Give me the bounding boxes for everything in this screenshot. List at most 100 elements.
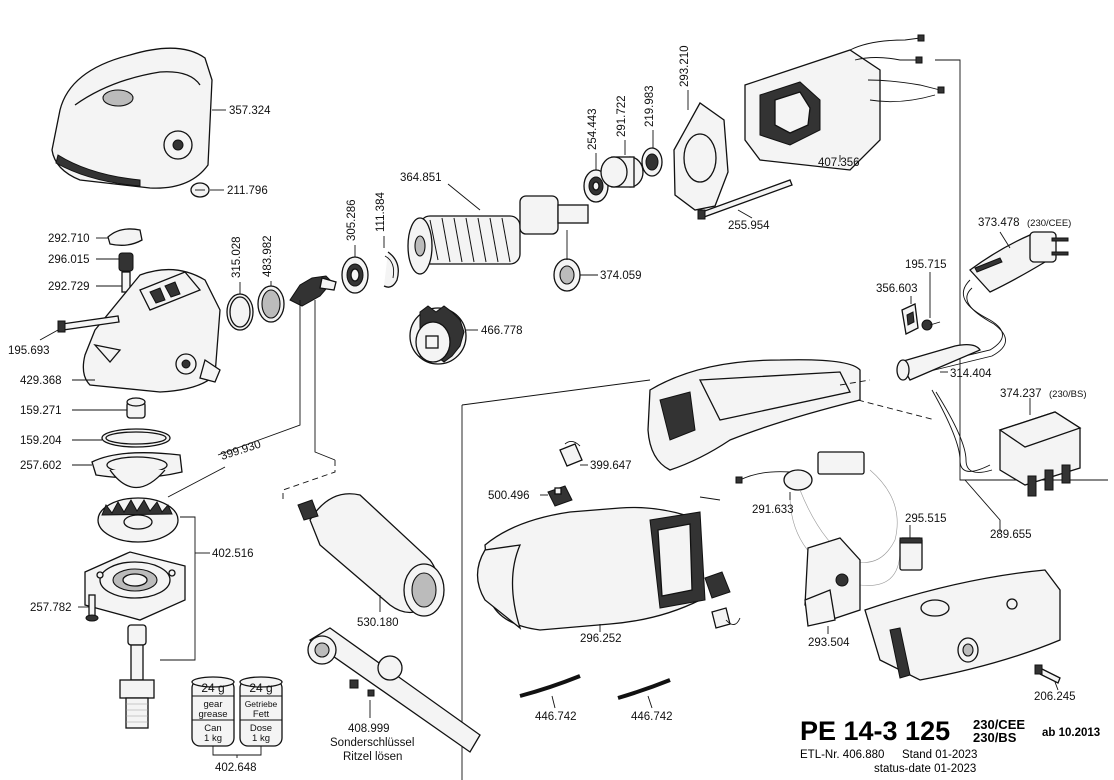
grease-left-line2: grease — [198, 709, 227, 720]
label-206245[interactable]: 206.245 — [1034, 691, 1076, 703]
grease-left-line1: gear — [203, 699, 222, 710]
label-291633[interactable]: 291.633 — [752, 504, 794, 516]
grease-right-can: Dose — [250, 723, 272, 734]
label-292710[interactable]: 292.710 — [48, 233, 90, 245]
sleeve-291722-part — [600, 156, 644, 188]
bearing-305286-part — [341, 256, 369, 294]
grease-right-line1: Getriebe — [245, 699, 278, 709]
switch-293504-part — [804, 537, 861, 627]
label-257782[interactable]: 257.782 — [30, 602, 72, 614]
spindle-part — [119, 624, 155, 729]
valid-from: ab 10.2013 — [1042, 727, 1100, 739]
label-289655[interactable]: 289.655 — [990, 529, 1032, 541]
label-408999[interactable]: 408.999 — [348, 723, 390, 735]
label-402648[interactable]: 402.648 — [215, 762, 257, 774]
label-255954[interactable]: 255.954 — [728, 220, 770, 232]
cable-314404-part — [896, 344, 981, 381]
label-315028[interactable]: 315.028 — [231, 236, 243, 278]
label-357324[interactable]: 357.324 — [229, 105, 271, 117]
bearing-219983-part — [641, 147, 663, 177]
label-195715[interactable]: 195.715 — [905, 259, 947, 271]
label-314404[interactable]: 314.404 — [950, 368, 992, 380]
label-291722[interactable]: 291.722 — [616, 95, 628, 137]
plug-bs-part — [998, 411, 1082, 497]
bushing-159271-part — [126, 397, 146, 419]
label-399930[interactable]: 399.930 — [219, 439, 262, 463]
plug-cee-part — [969, 231, 1069, 293]
label-296252[interactable]: 296.252 — [580, 633, 622, 645]
label-211796[interactable]: 211.796 — [227, 185, 268, 197]
screw-195715-part — [921, 319, 941, 331]
variant-bs: 230/BS — [973, 730, 1017, 745]
label-305286[interactable]: 305.286 — [346, 199, 358, 241]
label-374059[interactable]: 374.059 — [600, 270, 642, 282]
gear-housing-part — [82, 268, 221, 393]
label-257602[interactable]: 257.602 — [20, 460, 62, 472]
circlip-111384-part — [383, 251, 399, 288]
label-500496[interactable]: 500.496 — [488, 490, 530, 502]
brush-holder-399647-part — [559, 441, 583, 467]
label-446742-a[interactable]: 446.742 — [535, 711, 577, 723]
oring-315028-part — [226, 293, 254, 331]
ring-483982-part — [257, 285, 285, 323]
label-408999-line3: Ritzel lösen — [343, 751, 402, 763]
label-111384[interactable]: 111.384 — [375, 192, 387, 232]
label-293504[interactable]: 293.504 — [808, 637, 850, 649]
grease-can-right — [239, 676, 283, 747]
label-356603[interactable]: 356.603 — [876, 283, 918, 295]
grease-left-can: Can — [204, 723, 221, 734]
brush-500496-part — [547, 485, 573, 507]
label-195693[interactable]: 195.693 — [8, 345, 50, 357]
label-159204[interactable]: 159.204 — [20, 435, 62, 447]
label-402516[interactable]: 402.516 — [212, 548, 254, 560]
label-295515[interactable]: 295.515 — [905, 513, 947, 525]
screw-206245-part — [1034, 664, 1061, 684]
title-block: PE 14-3 125 230/CEE 230/BS ab 10.2013 ET… — [800, 716, 1100, 775]
grease-right-line2: Fett — [253, 709, 270, 720]
label-374237[interactable]: 374.237 — [1000, 388, 1042, 400]
label-296015[interactable]: 296.015 — [48, 254, 90, 266]
strain-relief-part — [901, 303, 919, 335]
label-293210[interactable]: 293.210 — [679, 45, 691, 87]
label-364851[interactable]: 364.851 — [400, 172, 442, 184]
motor-housing-part — [476, 506, 706, 631]
label-373478-note: (230/CEE) — [1027, 218, 1071, 229]
variant-cee: 230/CEE — [973, 717, 1025, 732]
capacitor-295515-part — [899, 537, 923, 571]
handle-cover-289655-part — [864, 569, 1061, 681]
fan-466778-part — [409, 305, 467, 365]
grease-can-left — [191, 676, 235, 747]
label-399647[interactable]: 399.647 — [590, 460, 632, 472]
grease-right-weight: 24 g — [249, 681, 272, 695]
grease-can-labels: 24 g gear grease Can 1 kg 24 g Getriebe … — [198, 681, 277, 744]
label-483982[interactable]: 483.982 — [262, 235, 274, 277]
status-date: status-date 01-2023 — [874, 763, 976, 775]
part-labels: 357.324 211.796 292.710 296.015 292.729 … — [8, 45, 1087, 774]
side-handle-part — [297, 493, 445, 617]
spindle-lock-button-part — [107, 228, 143, 293]
bearing-flange-part — [84, 551, 186, 621]
label-446742-b[interactable]: 446.742 — [631, 711, 673, 723]
label-407356[interactable]: 407.356 — [818, 157, 860, 169]
pinion-part — [289, 275, 337, 307]
label-219983[interactable]: 219.983 — [644, 85, 656, 127]
brush-part-a — [704, 571, 731, 599]
label-429368[interactable]: 429.368 — [20, 375, 62, 387]
label-159271[interactable]: 159.271 — [20, 405, 62, 417]
label-373478[interactable]: 373.478 — [978, 217, 1020, 229]
model-title: PE 14-3 125 — [800, 716, 950, 746]
grease-left-size: 1 kg — [204, 733, 222, 744]
stator-part — [744, 34, 945, 171]
oring-159204-part — [101, 428, 171, 448]
screw-257782-part — [85, 594, 99, 622]
brush-part-b — [711, 607, 741, 629]
label-374237-note: (230/BS) — [1049, 389, 1087, 400]
label-530180[interactable]: 530.180 — [357, 617, 399, 629]
etl-number: ETL-Nr. 406.880 — [800, 749, 884, 761]
label-254443[interactable]: 254.443 — [587, 108, 599, 150]
armature-part — [407, 195, 589, 275]
screw-211796-part — [190, 182, 210, 198]
screw-195693-part — [57, 315, 120, 333]
label-292729[interactable]: 292.729 — [48, 281, 90, 293]
label-466778[interactable]: 466.778 — [481, 325, 523, 337]
